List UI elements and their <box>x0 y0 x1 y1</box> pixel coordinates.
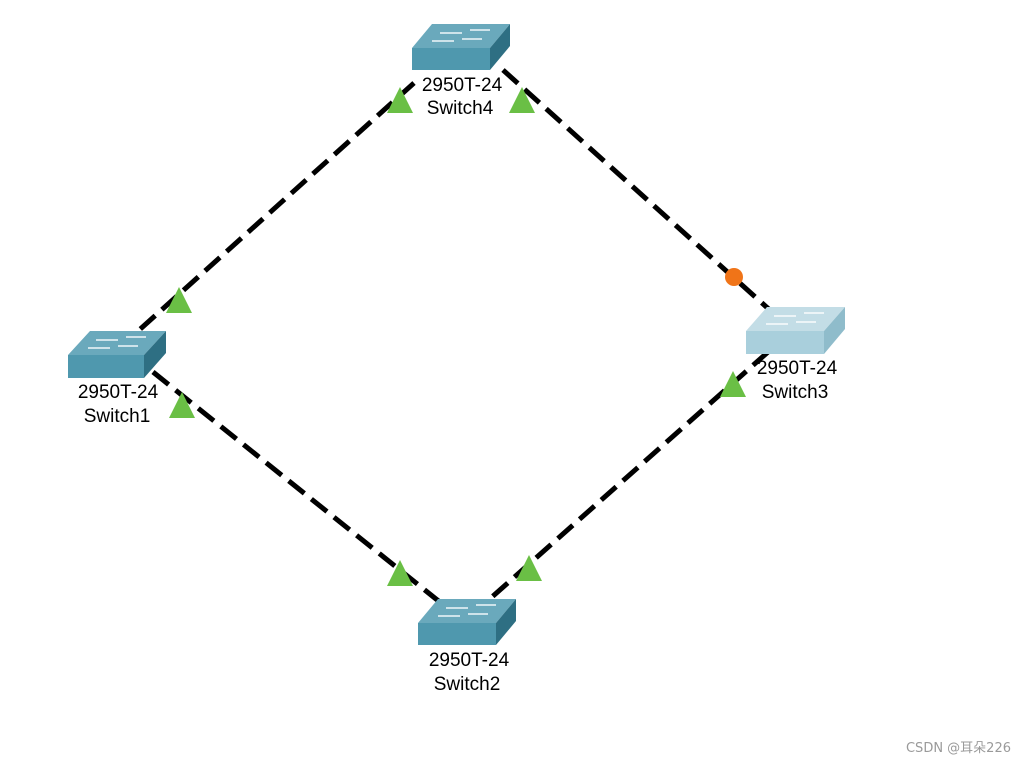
port-up-switch1-to-switch2 <box>169 392 195 418</box>
link-switch4-switch1[interactable] <box>135 81 416 334</box>
switch2-model-label: 2950T-24 <box>429 650 510 671</box>
switch-icon <box>68 331 166 378</box>
port-up-switch2-to-switch1 <box>387 560 413 586</box>
port-up-switch2-to-switch3 <box>516 555 542 581</box>
csdn-watermark: CSDN @耳朵226 <box>905 741 1011 756</box>
switch4-model-label: 2950T-24 <box>422 75 503 96</box>
switch3-model-label: 2950T-24 <box>757 358 838 379</box>
port-up-switch4-to-switch1 <box>387 87 413 113</box>
switch4-name-label: Switch4 <box>427 98 494 119</box>
device-switch1[interactable]: 2950T-24 Switch1 <box>68 331 166 427</box>
device-switch2[interactable]: 2950T-24 Switch2 <box>418 599 516 695</box>
switch1-model-label: 2950T-24 <box>78 382 159 403</box>
port-blocked-switch3-to-switch4 <box>725 268 743 286</box>
port-up-switch3-to-switch2 <box>720 371 746 397</box>
link-switch3-switch2[interactable] <box>490 350 770 599</box>
switch3-name-label: Switch3 <box>762 382 829 403</box>
device-switch3[interactable]: 2950T-24 Switch3 <box>746 307 845 403</box>
switch-icon <box>418 599 516 645</box>
port-up-switch4-to-switch3 <box>509 87 535 113</box>
links-layer <box>135 68 774 605</box>
switch-icon <box>412 24 510 70</box>
device-switch4[interactable]: 2950T-24 Switch4 <box>412 24 510 119</box>
port-up-switch1-to-switch4 <box>166 287 192 313</box>
port-indicators-layer <box>166 87 746 586</box>
switch-icon <box>746 307 845 354</box>
switch1-name-label: Switch1 <box>84 406 151 427</box>
link-switch1-switch2[interactable] <box>151 370 443 605</box>
switch2-name-label: Switch2 <box>434 674 501 695</box>
